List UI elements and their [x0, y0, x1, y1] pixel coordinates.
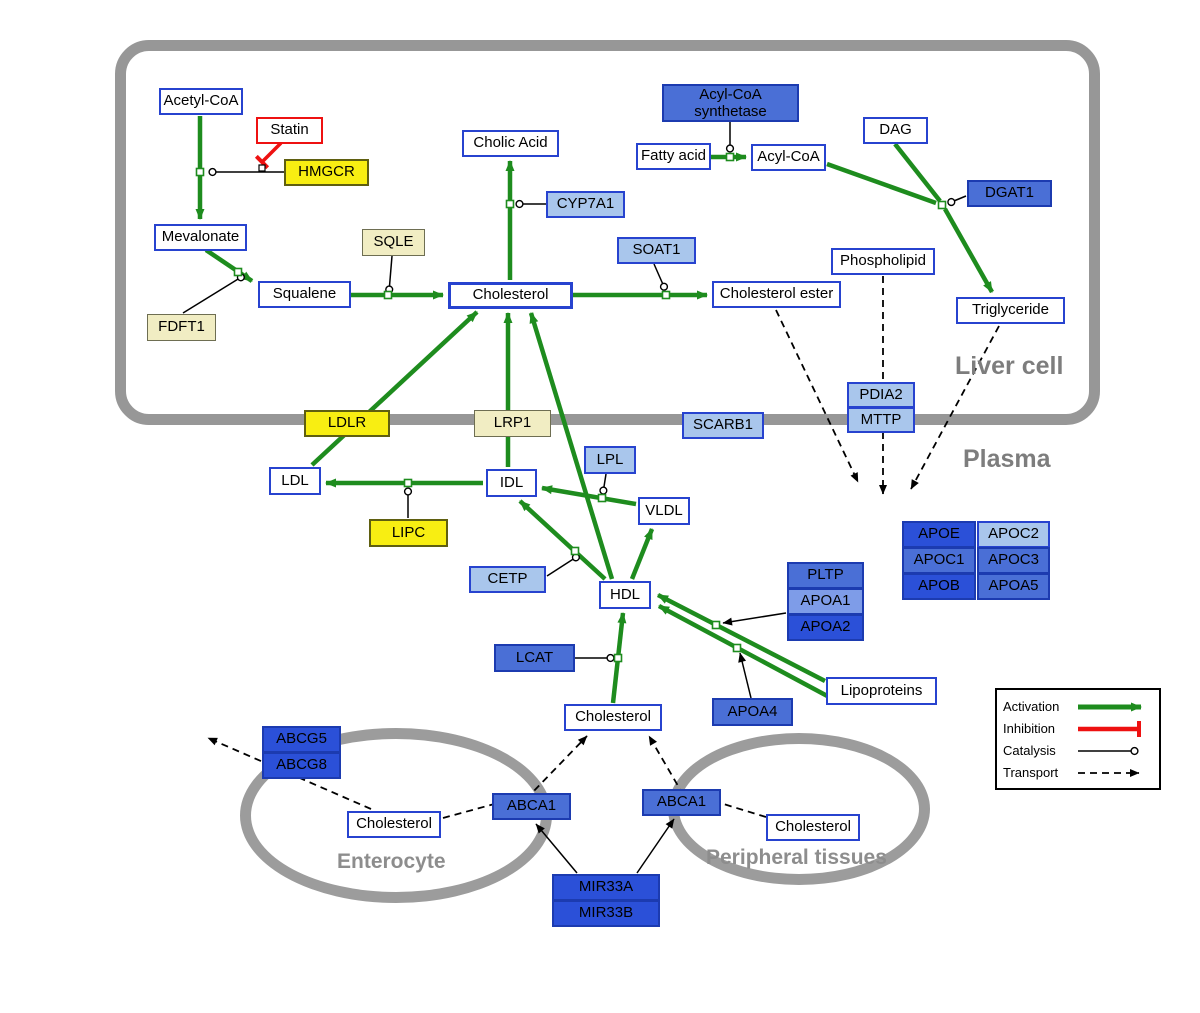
node-sqle[interactable]: SQLE [362, 229, 425, 256]
node-mttp[interactable]: MTTP [847, 407, 915, 433]
node-cetp[interactable]: CETP [469, 566, 546, 593]
liver-cell-label: Liver cell [955, 352, 1064, 380]
legend-inhibition-label: Inhibition [1003, 721, 1056, 736]
node-cholesterol-ester[interactable]: Cholesterol ester [712, 281, 841, 308]
node-acyl-coa-synthetase-line1: Acyl-CoA [699, 85, 762, 103]
node-cyp7a1[interactable]: CYP7A1 [546, 191, 625, 218]
node-pltp[interactable]: PLTP [787, 562, 864, 589]
node-dgat1[interactable]: DGAT1 [967, 180, 1052, 207]
node-acyl-coa-synthetase-line2: synthetase [694, 103, 767, 120]
node-acetyl-coa[interactable]: Acetyl-CoA [159, 88, 243, 115]
node-scarb1[interactable]: SCARB1 [682, 412, 764, 439]
enterocyte-label: Enterocyte [337, 850, 446, 873]
node-phospholipid[interactable]: Phospholipid [831, 248, 935, 275]
node-abca1-left[interactable]: ABCA1 [492, 793, 571, 820]
node-mir33b[interactable]: MIR33B [552, 900, 660, 927]
node-ldl[interactable]: LDL [269, 467, 321, 495]
legend-activation-label: Activation [1003, 699, 1060, 714]
node-apoc3[interactable]: APOC3 [977, 547, 1050, 574]
node-fatty-acid[interactable]: Fatty acid [636, 143, 711, 170]
node-apoc1[interactable]: APOC1 [902, 547, 976, 574]
legend-catalysis-label: Catalysis [1003, 743, 1056, 758]
node-apoa5[interactable]: APOA5 [977, 573, 1050, 600]
node-acyl-coa[interactable]: Acyl-CoA [751, 144, 826, 171]
node-lipc[interactable]: LIPC [369, 519, 448, 547]
node-lpl[interactable]: LPL [584, 446, 636, 474]
node-cholesterol-liver[interactable]: Cholesterol [448, 282, 573, 309]
node-lcat[interactable]: LCAT [494, 644, 575, 672]
node-idl[interactable]: IDL [486, 469, 537, 497]
node-squalene[interactable]: Squalene [258, 281, 351, 308]
node-hdl[interactable]: HDL [599, 581, 651, 609]
node-acyl-coa-synthetase[interactable]: Acyl-CoA synthetase [662, 84, 799, 122]
node-fdft1[interactable]: FDFT1 [147, 314, 216, 341]
node-mir33a[interactable]: MIR33A [552, 874, 660, 901]
liver-cell-membrane [115, 40, 1100, 425]
node-apoe[interactable]: APOE [902, 521, 976, 548]
peripheral-tissues-label: Peripheral tissues [706, 846, 887, 869]
node-lipoproteins[interactable]: Lipoproteins [826, 677, 937, 705]
legend-transport-label: Transport [1003, 765, 1059, 780]
node-cholic-acid[interactable]: Cholic Acid [462, 130, 559, 157]
node-cholesterol-center[interactable]: Cholesterol [564, 704, 662, 731]
node-mevalonate[interactable]: Mevalonate [154, 224, 247, 251]
node-cholesterol-enterocyte[interactable]: Cholesterol [347, 811, 441, 838]
node-vldl[interactable]: VLDL [638, 497, 690, 525]
node-cholesterol-peripheral[interactable]: Cholesterol [766, 814, 860, 841]
node-hmgcr[interactable]: HMGCR [284, 159, 369, 186]
node-dag[interactable]: DAG [863, 117, 928, 144]
node-soat1[interactable]: SOAT1 [617, 237, 696, 264]
node-abcg5[interactable]: ABCG5 [262, 726, 341, 753]
node-lrp1[interactable]: LRP1 [474, 410, 551, 437]
node-abca1-right[interactable]: ABCA1 [642, 789, 721, 816]
node-abcg8[interactable]: ABCG8 [262, 752, 341, 779]
node-apoa4[interactable]: APOA4 [712, 698, 793, 726]
node-apoc2[interactable]: APOC2 [977, 521, 1050, 548]
plasma-label: Plasma [963, 445, 1051, 473]
node-apoa2[interactable]: APOA2 [787, 614, 864, 641]
node-statin[interactable]: Statin [256, 117, 323, 144]
node-apoa1[interactable]: APOA1 [787, 588, 864, 615]
node-apob[interactable]: APOB [902, 573, 976, 600]
node-ldlr[interactable]: LDLR [304, 410, 390, 437]
node-pdia2[interactable]: PDIA2 [847, 382, 915, 408]
node-triglyceride[interactable]: Triglyceride [956, 297, 1065, 324]
